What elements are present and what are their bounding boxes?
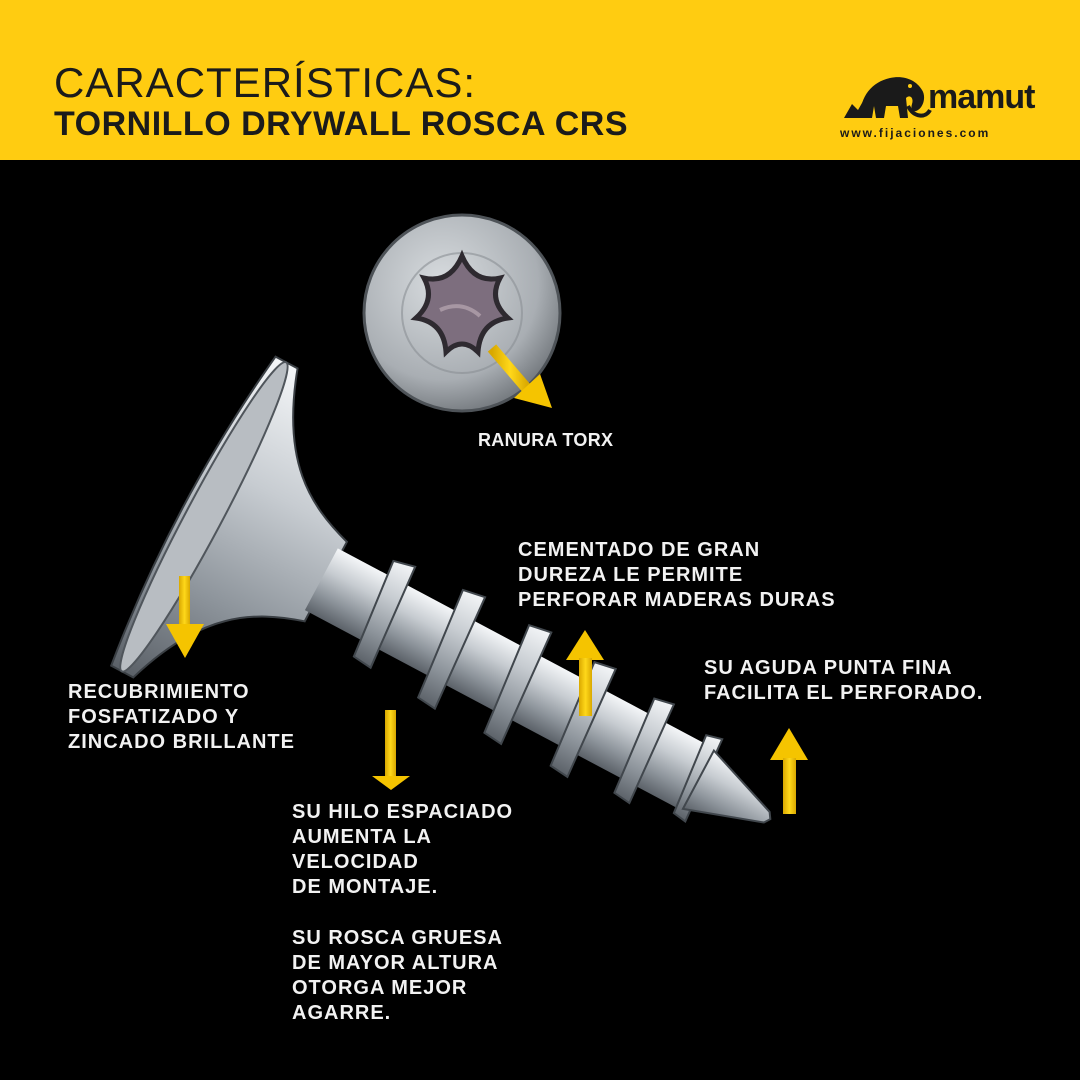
brand-url: www.fijaciones.com <box>840 126 991 140</box>
coating-arrow <box>166 576 204 658</box>
screw-head-top-view <box>362 213 562 413</box>
hardened-label: CEMENTADO DE GRAN DUREZA LE PERMITE PERF… <box>518 539 836 611</box>
grip-label: SU ROSCA GRUESA DE MAYOR ALTURA OTORGA M… <box>292 927 503 1024</box>
torx-arrow <box>487 344 552 408</box>
page-subtitle: TORNILLO DRYWALL ROSCA CRS <box>54 105 628 143</box>
page-title: CARACTERÍSTICAS: <box>54 59 477 106</box>
header-banner: CARACTERÍSTICAS: TORNILLO DRYWALL ROSCA … <box>0 0 1080 160</box>
tip-arrow <box>770 728 808 814</box>
thread-label: SU HILO ESPACIADO AUMENTA LA VELOCIDAD D… <box>292 801 514 898</box>
torx-recess-icon <box>410 249 514 358</box>
torx-label: RANURA TORX <box>478 430 614 450</box>
brand-logo: mamut www.fijaciones.com <box>838 66 1048 146</box>
tip-label: SU AGUDA PUNTA FINA FACILITA EL PERFORAD… <box>704 657 984 704</box>
brand-name: mamut <box>928 78 1035 116</box>
screw-illustration <box>109 213 808 824</box>
screw-side-view <box>109 355 772 824</box>
hardened-arrow <box>566 630 604 716</box>
thread-arrow <box>372 710 410 790</box>
mammoth-icon <box>844 77 932 118</box>
coating-label: RECUBRIMIENTO FOSFATIZADO Y ZINCADO BRIL… <box>68 681 295 753</box>
